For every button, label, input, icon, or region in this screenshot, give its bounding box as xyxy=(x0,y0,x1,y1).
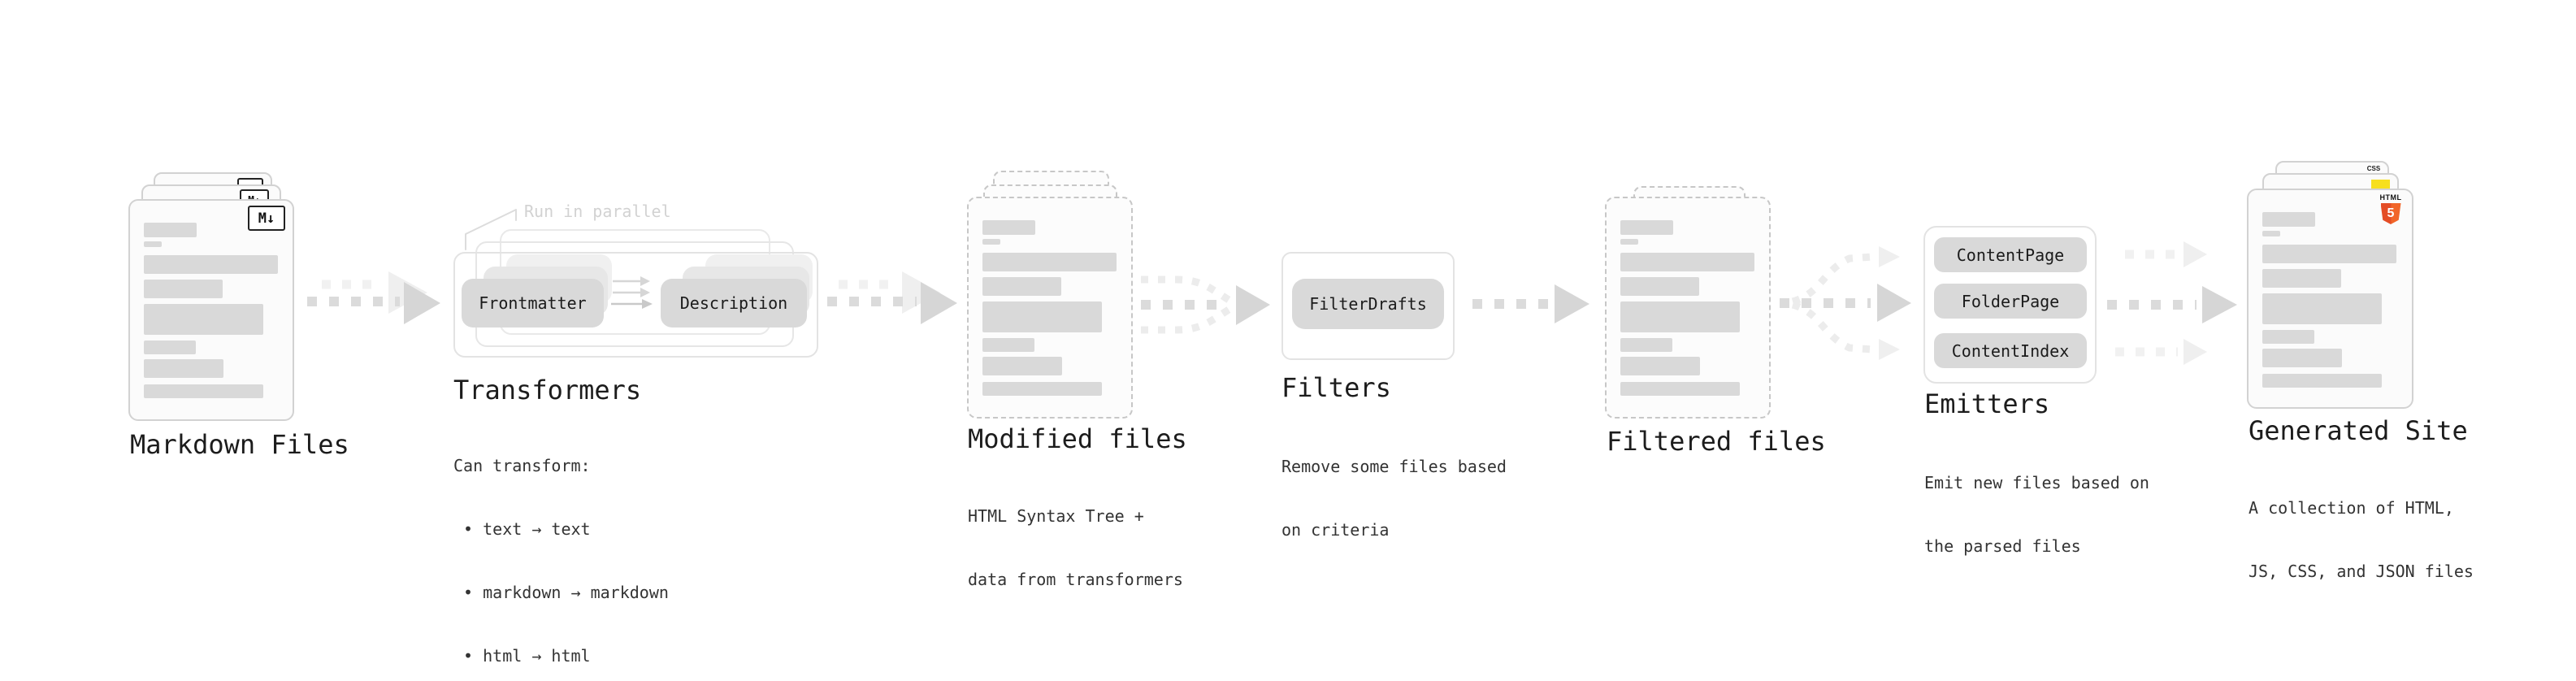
skeleton-line xyxy=(2262,330,2314,344)
transformers-description: Can transform: • text → text • markdown … xyxy=(453,413,669,681)
skeleton-line xyxy=(982,338,1034,352)
skeleton-line xyxy=(1620,382,1740,396)
skeleton-line xyxy=(1620,301,1740,332)
skeleton-line xyxy=(982,301,1102,332)
skeleton-line xyxy=(144,280,223,298)
skeleton-line xyxy=(982,220,1035,235)
filtered-files-title: Filtered files xyxy=(1607,426,1826,457)
filters-title: Filters xyxy=(1281,372,1391,403)
arrow-modified-to-filters xyxy=(1141,275,1270,334)
skeleton-line xyxy=(2262,293,2382,324)
skeleton-line xyxy=(982,239,1000,245)
text-line: Remove some files based xyxy=(1281,457,1507,476)
frontmatter-pill: Frontmatter xyxy=(462,279,604,327)
transformer-flow-arrows-icon xyxy=(611,276,653,309)
contentindex-pill: ContentIndex xyxy=(1934,333,2087,368)
skeleton-line xyxy=(144,223,197,237)
folderpage-pill: FolderPage xyxy=(1934,284,2087,319)
text-line: HTML Syntax Tree + xyxy=(968,506,1144,526)
modified-files-title: Modified files xyxy=(968,423,1187,454)
skeleton-line xyxy=(2262,231,2280,236)
arrow-emitters-to-generated xyxy=(2107,241,2237,365)
skeleton-line xyxy=(144,304,263,335)
text-line: Can transform: xyxy=(453,456,591,475)
skeleton-line xyxy=(144,241,162,247)
emitters-description: Emit new files based on the parsed files xyxy=(1924,430,2149,599)
text-line: the parsed files xyxy=(1924,536,2081,556)
html5-shield: 5 xyxy=(2380,203,2401,224)
emitters-box xyxy=(1923,226,2097,384)
skeleton-line xyxy=(1620,239,1638,245)
skeleton-line xyxy=(144,340,196,354)
skeleton-line xyxy=(982,357,1062,375)
transformers-layer-box-front xyxy=(453,252,818,358)
skeleton-line xyxy=(982,277,1061,296)
run-in-parallel-callout-line xyxy=(465,209,517,250)
arrow-filtered-to-emitters xyxy=(1780,246,1911,360)
description-pill: Description xyxy=(661,279,807,327)
filters-description: Remove some files based on criteria xyxy=(1281,414,1507,583)
filtered-file-card-front xyxy=(1605,197,1771,419)
generated-file-card-front: HTML 5 xyxy=(2247,189,2413,409)
modified-files-description: HTML Syntax Tree + data from transformer… xyxy=(968,463,1183,632)
javascript-icon xyxy=(2371,180,2390,189)
text-line: • text → text xyxy=(453,519,591,539)
skeleton-line xyxy=(1620,220,1673,235)
skeleton-line xyxy=(2262,349,2342,367)
filters-box xyxy=(1281,252,1455,360)
skeleton-line xyxy=(2262,374,2382,388)
run-in-parallel-annotation: Run in parallel xyxy=(524,202,671,221)
arrow-markdown-to-transformers xyxy=(307,271,440,324)
skeleton-line xyxy=(2262,212,2315,227)
arrow-transformers-to-modified xyxy=(827,271,957,324)
skeleton-line xyxy=(1620,357,1700,375)
text-line: Emit new files based on xyxy=(1924,473,2149,492)
skeleton-line xyxy=(1620,338,1672,352)
markdown-file-card-front: M↓ xyxy=(128,199,294,421)
generated-site-title: Generated Site xyxy=(2249,415,2468,446)
html5-wordmark: HTML xyxy=(2379,193,2402,202)
skeleton-line xyxy=(144,384,263,398)
markdown-files-title: Markdown Files xyxy=(130,429,349,460)
text-line: A collection of HTML, xyxy=(2249,498,2454,518)
skeleton-line xyxy=(144,255,278,274)
text-line: • html → html xyxy=(453,646,591,666)
skeleton-line xyxy=(1620,277,1699,296)
arrow-filters-to-filtered xyxy=(1472,284,1589,323)
html5-icon: HTML 5 xyxy=(2380,194,2401,224)
generated-site-description: A collection of HTML, JS, CSS, and JSON … xyxy=(2249,455,2474,624)
text-line: data from transformers xyxy=(968,570,1183,589)
contentpage-pill: ContentPage xyxy=(1934,237,2087,272)
skeleton-line xyxy=(1620,253,1754,271)
skeleton-line xyxy=(2262,269,2341,288)
skeleton-line xyxy=(144,359,223,378)
filterdrafts-pill: FilterDrafts xyxy=(1292,279,1444,329)
transformers-title: Transformers xyxy=(453,375,642,406)
skeleton-line xyxy=(982,382,1102,396)
markdown-icon: M↓ xyxy=(248,206,285,231)
emitters-title: Emitters xyxy=(1924,388,2050,419)
text-line: on criteria xyxy=(1281,520,1390,540)
modified-file-card-front xyxy=(967,197,1133,419)
skeleton-line xyxy=(982,253,1117,271)
skeleton-line xyxy=(2262,245,2396,263)
text-line: • markdown → markdown xyxy=(453,583,669,602)
text-line: JS, CSS, and JSON files xyxy=(2249,562,2474,581)
